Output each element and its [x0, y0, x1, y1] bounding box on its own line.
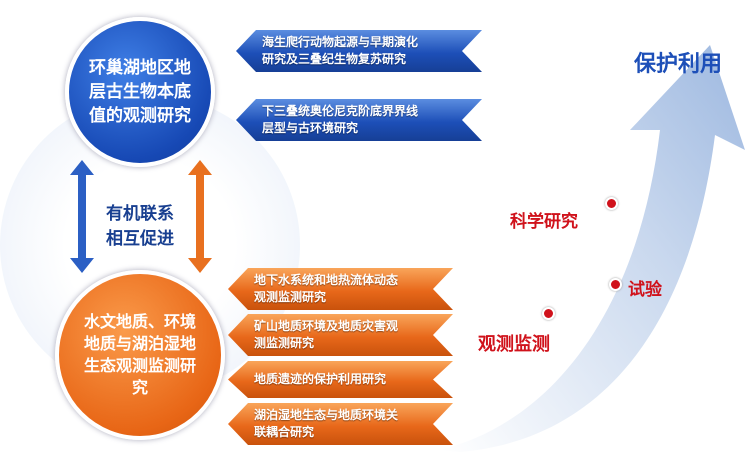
blue-banner-1: 海生爬行动物起源与早期演化研究及三叠纪生物复苏研究	[236, 30, 482, 72]
dot-test	[609, 278, 622, 291]
orange-banner-3: 地质遗迹的保护利用研究	[228, 361, 453, 398]
vertical-arrow-blue	[70, 160, 94, 273]
label-science: 科学研究	[510, 212, 578, 232]
label-test: 试验	[628, 280, 662, 300]
label-monitor: 观测监测	[478, 334, 550, 355]
orange-banner-4: 湖泊湿地生态与地质环境关联耦合研究	[228, 403, 453, 445]
link-text: 有机联系相互促进	[106, 204, 174, 249]
label-protect-use: 保护利用	[634, 52, 723, 77]
orange-banner-1: 地下水系统和地热流体动态观测监测研究	[228, 268, 453, 310]
dot-science	[605, 197, 618, 210]
vertical-arrow-orange	[188, 160, 212, 273]
bottom-circle: 水文地质、环境地质与湖泊湿地生态观测监测研究	[55, 270, 225, 440]
dot-monitor	[542, 307, 555, 320]
blue-banner-2: 下三叠统奥伦尼克阶底界界线层型与古环境研究	[236, 99, 482, 141]
orange-banner-2: 矿山地质环境及地质灾害观测监测研究	[228, 314, 453, 356]
top-circle: 环巢湖地区地层古生物本底值的观测研究	[65, 17, 215, 167]
